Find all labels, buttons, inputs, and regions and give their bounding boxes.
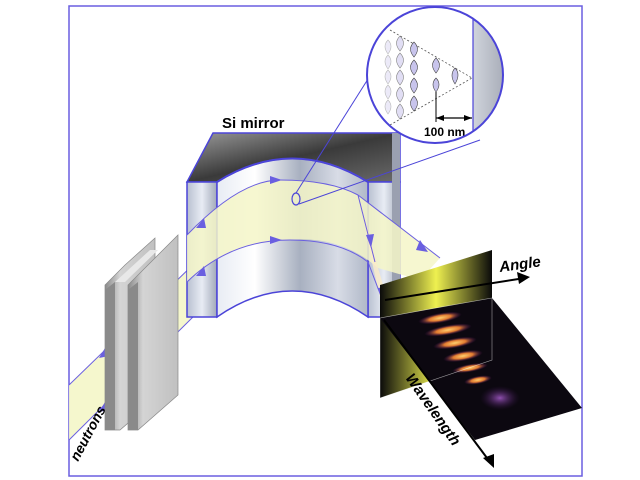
zoom-pointer [291, 59, 481, 206]
interference-pattern [418, 311, 520, 410]
slit-collimator [104, 234, 179, 431]
axes [383, 272, 530, 468]
si-mirror-label: Si mirror [222, 115, 285, 132]
scale-bar-label: 100 nm [424, 125, 465, 139]
angle-axis-label: Angle [497, 253, 542, 276]
